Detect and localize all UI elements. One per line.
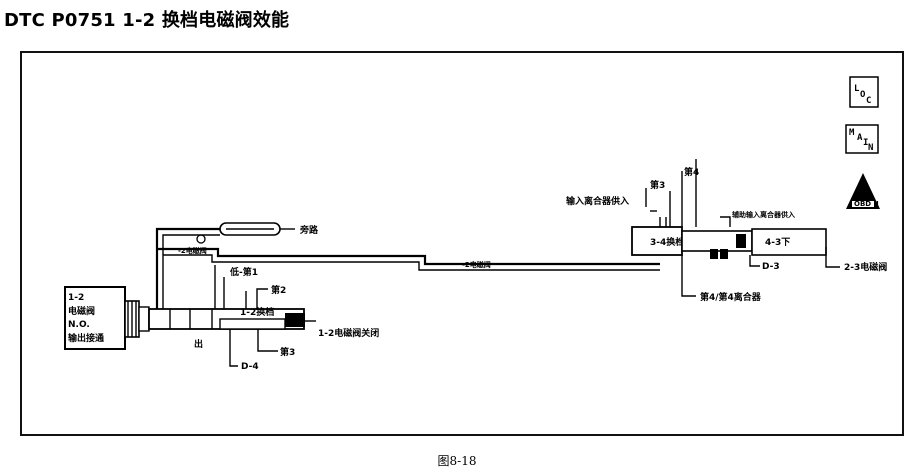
svg-text:OBD II: OBD II — [854, 200, 879, 208]
shift-valve-34: 3-4换档 4-3下 4-3下 — [631, 226, 827, 259]
shift34-label: 3-4换档 — [650, 236, 684, 248]
piping-right: 第3 第4 输入离合器供入 辅助输入离合器供入 第4/第4离合器 D-3 2-3… — [566, 159, 887, 303]
svg-text:N: N — [868, 143, 873, 153]
solenoid-label-1: 1-2 — [68, 293, 84, 303]
piping-middle: -2电磁阀 — [460, 260, 660, 271]
third-b-label: 第3 — [650, 179, 665, 191]
d3-label: D-3 — [762, 262, 780, 272]
solenoid-box: 1-2 电磁阀 N.O. 输出接通 — [64, 286, 150, 350]
out-label: 出 — [194, 338, 203, 350]
low-first-label: 低-第1 — [229, 266, 258, 278]
second-label: 第2 — [271, 284, 286, 296]
shift12-label: 1-2换档 — [240, 306, 274, 318]
shift-valve-12: 1-2换档 — [148, 306, 305, 330]
hydraulic-diagram: L O C M A I N OBD II 1-2 电磁阀 N.O. 输出接通 — [64, 76, 887, 372]
loc-icon: L O C — [849, 76, 879, 108]
solenoid-off-label: 1-2电磁阀关闭 — [318, 327, 379, 339]
main-icon: M A I N — [845, 124, 879, 154]
solenoid-label-3: N.O. — [68, 320, 90, 330]
d4-label: D-4 — [241, 362, 259, 372]
input-clutch-label: 输入离合器供入 — [566, 195, 629, 207]
small-solenoid-label: -2电磁阀 — [178, 246, 207, 255]
svg-text:O: O — [860, 90, 866, 100]
solenoid-label-4: 输出接通 — [68, 332, 104, 344]
page-title: DTC P0751 1-2 换档电磁阀效能 — [4, 10, 290, 31]
svg-text:C: C — [866, 96, 871, 106]
bypass-element: 旁路 — [196, 222, 319, 244]
piping-left: -2电磁阀 低-第1 第2 1-2电磁阀关闭 第3 D-4 出 — [155, 227, 460, 372]
obd-icon: OBD II — [846, 173, 880, 209]
fourth-clutch-label: 第4/第4离合器 — [700, 291, 762, 303]
svg-text:4-3下: 4-3下 — [765, 237, 790, 248]
aux-input-label: 辅助输入离合器供入 — [732, 210, 795, 219]
bypass-label: 旁路 — [299, 224, 319, 236]
diagram-frame — [20, 51, 904, 436]
third-label: 第3 — [280, 346, 295, 358]
svg-text:M: M — [849, 128, 855, 138]
figure-caption: 图8-18 — [437, 454, 477, 468]
mid-solenoid-label: -2电磁阀 — [462, 260, 491, 269]
solenoid-label-2: 电磁阀 — [68, 305, 95, 317]
solenoid23-label: 2-3电磁阀 — [844, 261, 887, 273]
fourth-a-label: 第4 — [684, 166, 699, 178]
svg-text:L: L — [854, 84, 860, 94]
svg-text:I: I — [863, 138, 868, 148]
svg-text:A: A — [857, 133, 863, 143]
